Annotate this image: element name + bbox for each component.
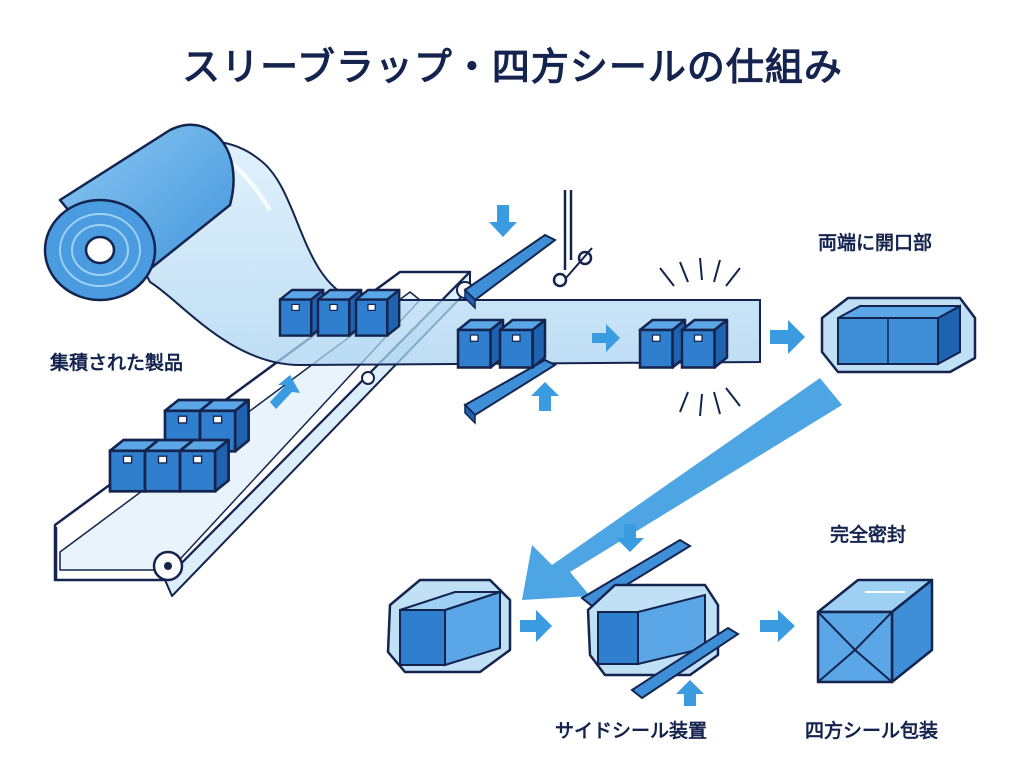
flow-arrow-icon	[522, 378, 842, 600]
label-side-seal-unit: サイドシール装置	[555, 720, 708, 742]
film-roll-icon	[43, 123, 235, 302]
products-entering-wrap	[278, 288, 401, 337]
page-title: スリーブラップ・四方シールの仕組み	[182, 45, 843, 89]
package-before-side-seal	[386, 578, 512, 674]
side-seal-unit	[580, 538, 740, 700]
top-seal-bar	[463, 233, 557, 310]
label-four-side-seal-package: 四方シール包装	[805, 720, 939, 742]
scissors-icon	[552, 190, 593, 288]
flow-arrow-icon	[489, 205, 559, 411]
label-stacked-products: 集積された製品	[50, 352, 184, 374]
heat-stage-products	[638, 318, 729, 369]
flow-arrow-icon	[270, 320, 805, 409]
label-complete-seal: 完全密封	[830, 524, 907, 546]
heat-rays	[659, 257, 741, 417]
bottom-seal-bar	[463, 358, 558, 425]
label-open-ends: 両端に開口部	[818, 232, 933, 254]
wrapped-products-at-seal	[456, 318, 547, 369]
four-side-sealed-package	[816, 578, 934, 684]
sleeve-package-open-ends	[820, 296, 977, 374]
flow-arrow-icon	[520, 524, 795, 706]
stacked-product-group	[108, 398, 250, 493]
